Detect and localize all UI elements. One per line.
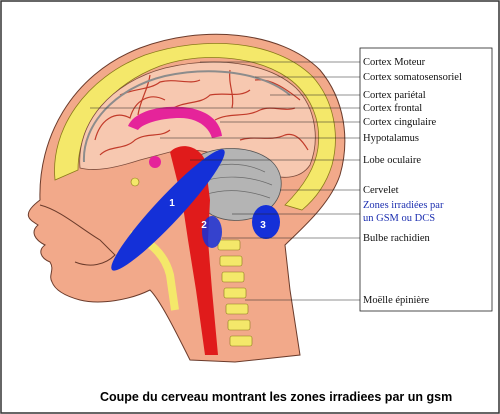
leader-lines [90,61,360,301]
zone-1-number: 1 [169,198,175,209]
label-zones-irradiees-line2: un GSM ou DCS [363,213,435,224]
cortex-gyri [94,69,309,156]
label-zones-irradiees-line1: Zones irradiées par [363,200,444,211]
label-cortex-somatosensoriel: Cortex somatosensoriel [363,72,462,83]
eye-structure [130,177,140,187]
label-lobe-oculaire: Lobe oculaire [363,155,421,166]
face-profile-detail [39,204,116,266]
label-hypotalamus: Hypotalamus [363,133,419,144]
zone-1-shape [111,149,225,271]
skull [54,43,336,211]
label-cortex-frontal: Cortex frontal [363,103,422,114]
label-cortex-moteur: Cortex Moteur [363,57,426,68]
label-moelle-epiniere: Moëlle épinière [363,295,430,306]
cortex-contour [82,70,291,163]
zone-2-number: 2 [201,220,207,231]
hypothalamus-marker [149,156,161,168]
diagram-caption: Coupe du cerveau montrant les zones irra… [100,390,452,404]
label-cervelet: Cervelet [363,185,399,196]
label-cortex-parietal: Cortex pariétal [363,90,426,101]
label-bulbe-rachidien: Bulbe rachidien [363,233,431,244]
vertebrae [217,239,253,347]
zone-3-shape [252,205,280,239]
label-box [359,47,493,312]
zone-2-shape [202,216,222,248]
label-cortex-cingulaire: Cortex cingulaire [363,117,437,128]
cingulate-cortex [128,106,222,138]
zone-3-number: 3 [260,220,266,231]
